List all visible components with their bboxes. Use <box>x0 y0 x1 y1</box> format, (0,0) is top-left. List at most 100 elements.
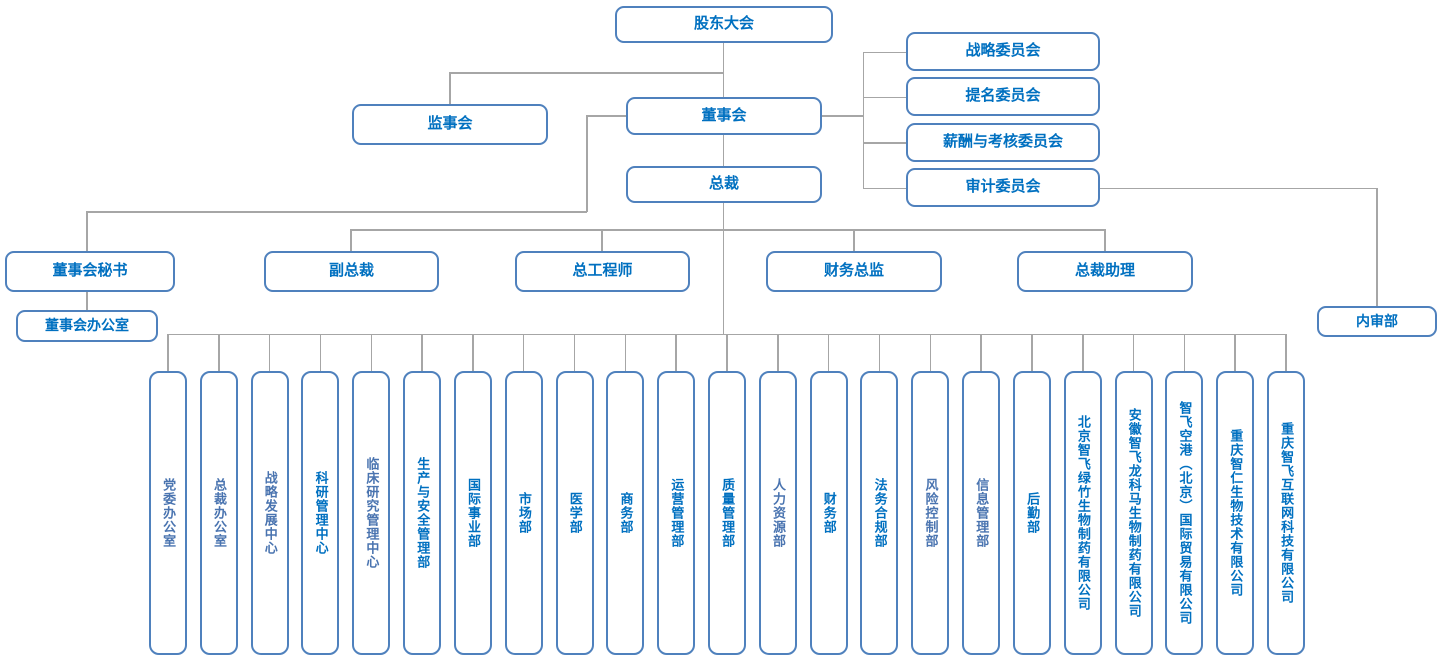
department-label: 信息管理部 <box>974 478 990 548</box>
shareholders-meeting-label: 股东大会 <box>693 15 754 33</box>
department-label: 医学部 <box>567 492 583 534</box>
department-label: 人力资源部 <box>770 478 786 548</box>
department-box-13: 人力资源部 <box>758 371 797 655</box>
connector-supervisory-v <box>449 72 451 104</box>
department-label: 风险控制部 <box>923 478 939 548</box>
department-label: 临床研究管理中心 <box>364 457 380 569</box>
committee-box-strategy: 战略委员会 <box>906 32 1100 71</box>
connector-board-secretary-h1 <box>587 115 626 117</box>
department-box-17: 信息管理部 <box>962 371 1001 655</box>
connector-exec-drop-engineer <box>601 229 603 251</box>
department-label: 战略发展中心 <box>262 471 278 555</box>
shareholders-meeting-box: 股东大会 <box>615 6 833 43</box>
president-box: 总裁 <box>626 166 822 203</box>
connector-committee-stub-1 <box>863 51 906 53</box>
connector-department-drop-15 <box>878 333 881 371</box>
connector-committee-stub-2 <box>863 96 906 98</box>
executive-box-president-assistant: 总裁助理 <box>1017 251 1193 292</box>
connector-board-committees-h <box>822 115 863 117</box>
department-box-11: 运营管理部 <box>657 371 696 655</box>
department-box-16: 风险控制部 <box>911 371 950 655</box>
executive-label: 总工程师 <box>572 262 633 280</box>
committee-label: 战略委员会 <box>965 42 1041 60</box>
executive-box-vice-president: 副总裁 <box>264 251 439 292</box>
department-box-2: 总裁办公室 <box>199 371 238 655</box>
connector-department-drop-18 <box>1031 333 1033 371</box>
connector-department-drop-17 <box>980 333 982 371</box>
connector-exec-drop-cfo <box>853 229 855 251</box>
committee-label: 薪酬与考核委员会 <box>942 133 1063 151</box>
department-box-22: 重庆智仁生物技术有限公司 <box>1216 371 1255 655</box>
department-box-9: 医学部 <box>555 371 594 655</box>
department-label: 生产与安全管理部 <box>415 457 431 569</box>
department-label: 财务部 <box>821 492 837 534</box>
executive-label: 总裁助理 <box>1074 262 1135 280</box>
department-label: 重庆智仁生物技术有限公司 <box>1228 429 1244 597</box>
internal-audit-label: 内审部 <box>1356 312 1398 329</box>
connector-department-drop-12 <box>726 333 728 371</box>
connector-department-drop-8 <box>522 333 525 371</box>
connector-board-secretary-v2 <box>86 211 88 251</box>
connector-committees-rail <box>862 52 864 189</box>
department-box-15: 法务合规部 <box>860 371 899 655</box>
connector-exec-drop-assistant <box>1104 229 1106 251</box>
department-label: 智飞空港（北京）国际贸易有限公司 <box>1177 401 1193 625</box>
department-box-7: 国际事业部 <box>453 371 492 655</box>
connector-exec-drop-vp <box>350 229 352 251</box>
department-label: 重庆智飞互联网科技有限公司 <box>1279 422 1295 604</box>
committee-box-remuneration: 薪酬与考核委员会 <box>906 123 1100 162</box>
connector-department-drop-3 <box>268 333 271 371</box>
connector-department-drop-9 <box>573 333 576 371</box>
department-label: 商务部 <box>618 492 634 534</box>
board-office-label: 董事会办公室 <box>45 317 129 334</box>
internal-audit-box: 内审部 <box>1317 306 1437 337</box>
committee-label: 提名委员会 <box>965 87 1041 105</box>
department-box-12: 质量管理部 <box>708 371 747 655</box>
committee-label: 审计委员会 <box>965 178 1041 196</box>
department-label: 法务合规部 <box>872 478 888 548</box>
department-label: 质量管理部 <box>720 478 736 548</box>
department-box-8: 市场部 <box>504 371 543 655</box>
connector-department-drop-2 <box>218 333 220 371</box>
committee-box-nomination: 提名委员会 <box>906 77 1100 116</box>
department-box-1: 党委办公室 <box>149 371 187 655</box>
supervisory-board-label: 监事会 <box>427 115 473 133</box>
connector-department-drop-7 <box>472 333 474 371</box>
executive-box-cfo: 财务总监 <box>766 251 942 292</box>
executive-label: 副总裁 <box>328 262 374 280</box>
connector-department-drop-10 <box>624 333 627 371</box>
connector-board-secretary-h2 <box>87 211 587 213</box>
department-box-3: 战略发展中心 <box>250 371 289 655</box>
executive-box-board-secretary: 董事会秘书 <box>5 251 175 292</box>
executive-label: 财务总监 <box>823 262 884 280</box>
connector-department-drop-13 <box>777 333 779 371</box>
connector-department-drop-16 <box>929 333 932 371</box>
connector-supervisory-h <box>450 72 724 74</box>
board-of-directors-label: 董事会 <box>701 106 747 124</box>
connector-board-president <box>722 135 724 166</box>
connector-department-drop-11 <box>675 333 677 371</box>
president-label: 总裁 <box>708 175 739 193</box>
connector-department-drop-19 <box>1082 333 1084 371</box>
department-box-20: 安徽智飞龙科马生物制药有限公司 <box>1114 371 1153 655</box>
connector-department-drop-20 <box>1132 333 1135 371</box>
department-box-5: 临床研究管理中心 <box>352 371 391 655</box>
connector-committee-stub-3 <box>863 142 906 144</box>
department-box-23: 重庆智飞互联网科技有限公司 <box>1267 371 1306 655</box>
department-label: 北京智飞绿竹生物制药有限公司 <box>1075 415 1091 611</box>
connector-department-drop-21 <box>1183 333 1186 371</box>
connector-audit-internal-h <box>1100 187 1377 189</box>
department-box-14: 财务部 <box>809 371 848 655</box>
connector-department-drop-4 <box>319 333 322 371</box>
executive-box-chief-engineer: 总工程师 <box>515 251 690 292</box>
department-box-6: 生产与安全管理部 <box>403 371 442 655</box>
connector-committee-stub-4 <box>863 187 906 189</box>
department-label: 总裁办公室 <box>211 478 227 548</box>
department-label: 后勤部 <box>1025 492 1041 534</box>
department-box-18: 后勤部 <box>1012 371 1051 655</box>
connector-president-main-drop <box>722 203 724 334</box>
committee-box-audit: 审计委员会 <box>906 168 1100 207</box>
connector-board-secretary-v1 <box>586 115 588 212</box>
connector-department-drop-5 <box>370 333 373 371</box>
